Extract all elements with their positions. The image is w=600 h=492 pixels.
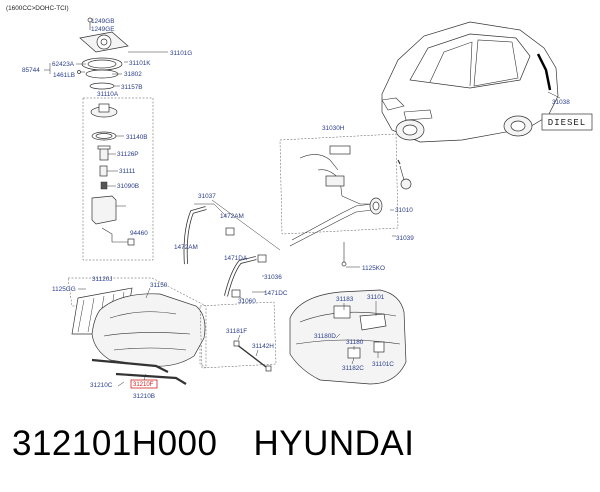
label-1249GB: 1249GB bbox=[91, 18, 114, 25]
label-1125KO: 1125KO bbox=[362, 265, 385, 272]
label-1472AM-upper: 1472AM bbox=[220, 213, 244, 220]
vehicle-illustration bbox=[381, 21, 561, 143]
label-31030H: 31030H bbox=[322, 125, 345, 132]
label-31142H: 31142H bbox=[252, 343, 274, 350]
label-31180: 31180 bbox=[346, 339, 364, 346]
label-31101K: 31101K bbox=[129, 60, 151, 67]
fuel-tank-body bbox=[91, 293, 206, 367]
label-1471DA: 1471DA bbox=[224, 255, 248, 262]
fuel-pump-body bbox=[91, 195, 117, 225]
filler-labels: 31030H 31010 31039 1125KO bbox=[322, 125, 414, 272]
part-number: 312101H000 bbox=[12, 424, 218, 463]
pump-module-frame bbox=[82, 97, 154, 261]
label-31090B: 31090B bbox=[117, 183, 139, 190]
label-31120J: 31120J bbox=[92, 276, 113, 283]
fuel-pump-assembly bbox=[77, 17, 154, 261]
svg-text:DIESEL: DIESEL bbox=[548, 118, 586, 128]
tank-labels: 31120J 1125GG 31150 31210C 31210F 31210B bbox=[52, 276, 168, 400]
tank-strap-left bbox=[91, 358, 169, 373]
label-1125GG: 1125GG bbox=[52, 286, 76, 293]
label-31036: 31036 bbox=[264, 274, 282, 281]
label-31140B: 31140B bbox=[126, 134, 148, 141]
label-1471DC: 1471DC bbox=[264, 290, 288, 297]
diesel-badge: DIESEL bbox=[541, 113, 593, 131]
hose-labels: 31037 1472AM 1472AM 1471DA 31036 1471DC … bbox=[174, 193, 288, 305]
label-31111: 31111 bbox=[119, 168, 136, 175]
label-1249GE: 1249GE bbox=[91, 26, 114, 33]
engine-spec-header: (1600CC>DOHC-TCI) bbox=[6, 5, 69, 12]
label-31126P: 31126P bbox=[117, 151, 139, 158]
label-31037: 31037 bbox=[198, 193, 216, 200]
label-31182C: 31182C bbox=[342, 365, 364, 372]
label-85744: 85744 bbox=[22, 67, 40, 74]
label-31039: 31039 bbox=[396, 235, 414, 242]
brand-name: HYUNDAI bbox=[253, 424, 415, 463]
label-31210B: 31210B bbox=[133, 393, 155, 400]
breather-parts: 31181F 31142H bbox=[199, 301, 277, 372]
label-31010: 31010 bbox=[395, 207, 413, 214]
pump-labels: 1249GB 1249GE 31101G 85744 62423A 1461LB… bbox=[22, 18, 192, 237]
label-62423A: 62423A bbox=[52, 61, 75, 68]
label-31181F: 31181F bbox=[226, 328, 247, 335]
canister-labels: 31183 31101 31180D 31180 31182C 31101C bbox=[314, 294, 394, 372]
label-31150: 31150 bbox=[150, 282, 168, 289]
label-31210C: 31210C bbox=[90, 382, 113, 389]
label-31101C: 31101C bbox=[372, 361, 394, 368]
label-31210F: 31210F bbox=[133, 382, 154, 388]
label-31101: 31101 bbox=[367, 294, 385, 301]
label-94460: 94460 bbox=[130, 230, 148, 237]
screw-icon bbox=[87, 17, 93, 30]
label-1461LB: 1461LB bbox=[53, 72, 75, 79]
parts-diagram: (1600CC>DOHC-TCI) bbox=[6, 5, 593, 400]
label-31183: 31183 bbox=[336, 296, 354, 303]
label-31180D: 31180D bbox=[314, 333, 336, 340]
label-31038: 31038 bbox=[552, 99, 570, 106]
canister-assembly bbox=[289, 289, 407, 385]
filler-neck-assembly bbox=[279, 133, 412, 267]
label-31101G: 31101G bbox=[170, 50, 192, 57]
fuel-tank-assembly bbox=[67, 277, 207, 385]
hose-group bbox=[183, 206, 267, 298]
label-31157B: 31157B bbox=[121, 84, 143, 91]
label-31802: 31802 bbox=[124, 71, 142, 78]
label-31060: 31060 bbox=[238, 298, 256, 305]
label-1472AM-lower: 1472AM bbox=[174, 244, 198, 251]
tank-strap-right bbox=[115, 372, 187, 385]
part-caption: 312101H000 HYUNDAI bbox=[12, 424, 415, 464]
canister-block bbox=[333, 305, 351, 319]
label-31110A: 31110A bbox=[97, 91, 119, 98]
